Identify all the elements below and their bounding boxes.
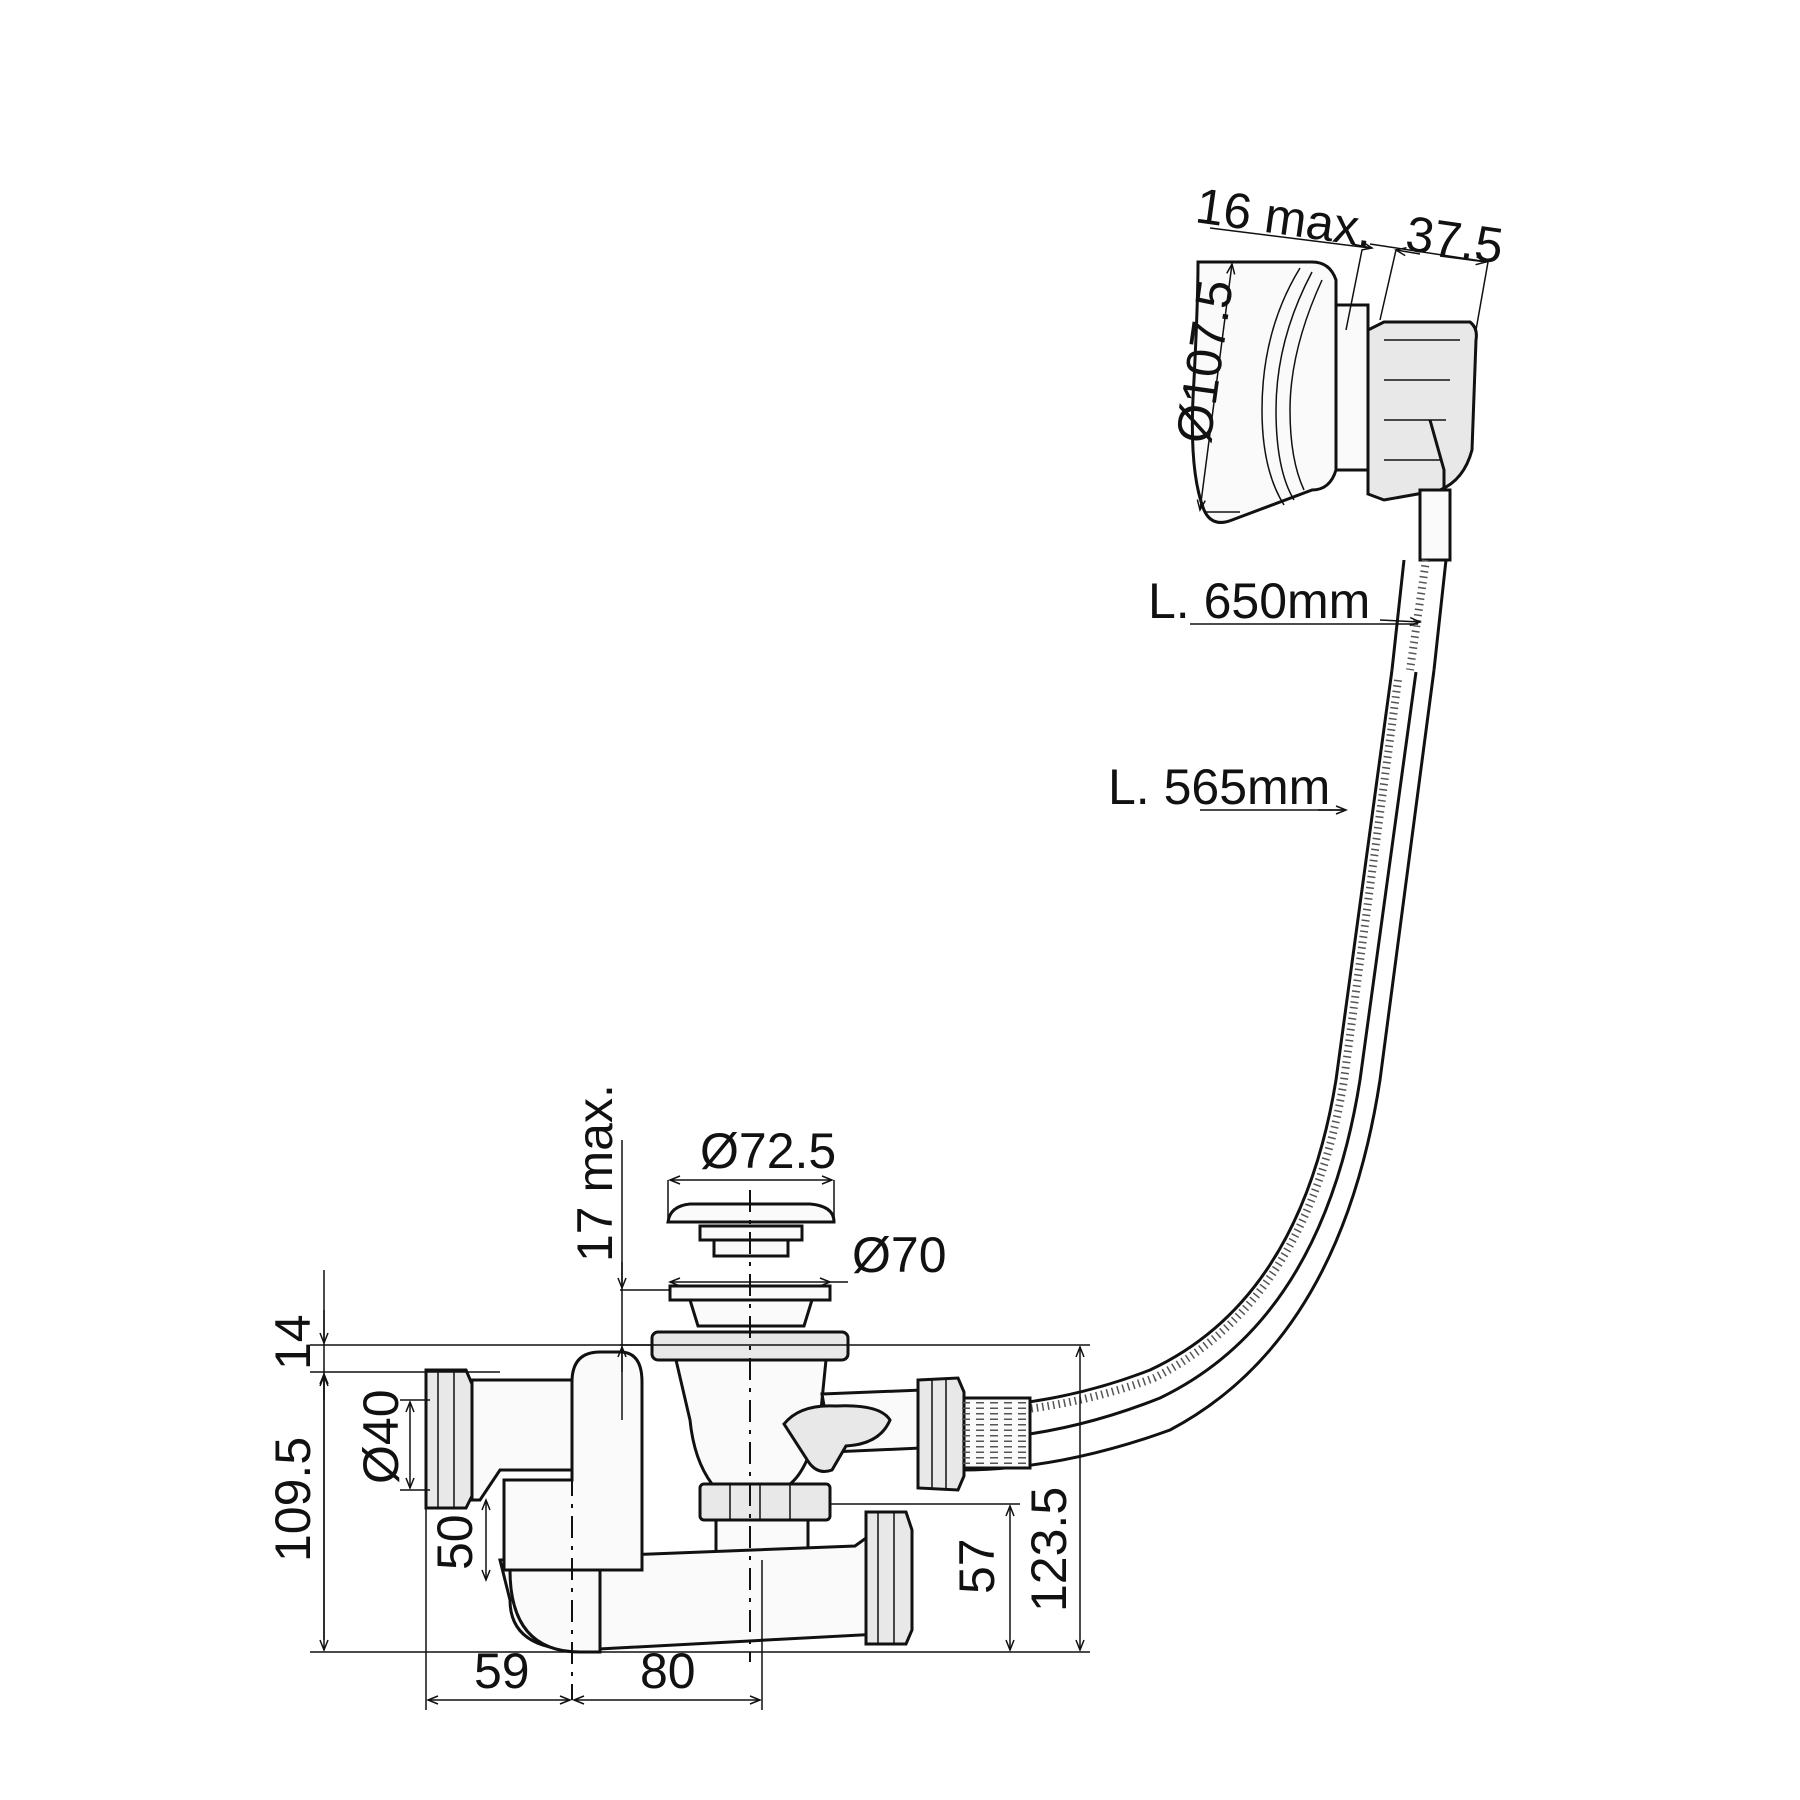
end-nut bbox=[864, 1510, 914, 1646]
label-drain-height: 57 bbox=[949, 1538, 1005, 1594]
hose-connector bbox=[962, 1396, 1032, 1470]
label-overflow-width: 37.5 bbox=[1402, 205, 1506, 274]
label-flange-height: 14 bbox=[265, 1314, 321, 1370]
plug-cap bbox=[666, 1202, 836, 1224]
label-trap-height: 109.5 bbox=[265, 1437, 321, 1562]
overflow-hose bbox=[959, 669, 1394, 1410]
label-flange-diameter: Ø70 bbox=[852, 1227, 947, 1283]
hose-and-cable bbox=[959, 559, 1448, 1472]
label-waste-depth: 17 max. bbox=[567, 1084, 623, 1262]
label-outlet-offset: 50 bbox=[427, 1514, 483, 1570]
cable-connector bbox=[1418, 488, 1452, 562]
label-total-height: 123.5 bbox=[1021, 1487, 1077, 1612]
release-cable bbox=[959, 671, 1418, 1442]
label-outlet-diameter: Ø40 bbox=[353, 1389, 409, 1484]
label-plug-diameter: Ø72.5 bbox=[700, 1123, 836, 1179]
outlet-clip bbox=[782, 1404, 892, 1473]
trap-assembly bbox=[424, 1190, 1032, 1700]
dimensions bbox=[310, 227, 1489, 1710]
label-hose-length: L. 565mm bbox=[1108, 759, 1330, 815]
body-nut bbox=[698, 1482, 832, 1522]
label-left-width: 59 bbox=[474, 1643, 530, 1699]
label-right-width: 80 bbox=[640, 1643, 696, 1699]
label-overflow-depth: 16 max. bbox=[1192, 177, 1376, 257]
outlet-nut bbox=[424, 1368, 474, 1510]
overflow-body bbox=[1366, 320, 1478, 502]
overflow-spacer bbox=[1334, 303, 1370, 472]
hose-nut bbox=[916, 1376, 966, 1492]
label-cable-length: L. 650mm bbox=[1148, 573, 1370, 629]
outlet-pipe bbox=[470, 1378, 574, 1502]
